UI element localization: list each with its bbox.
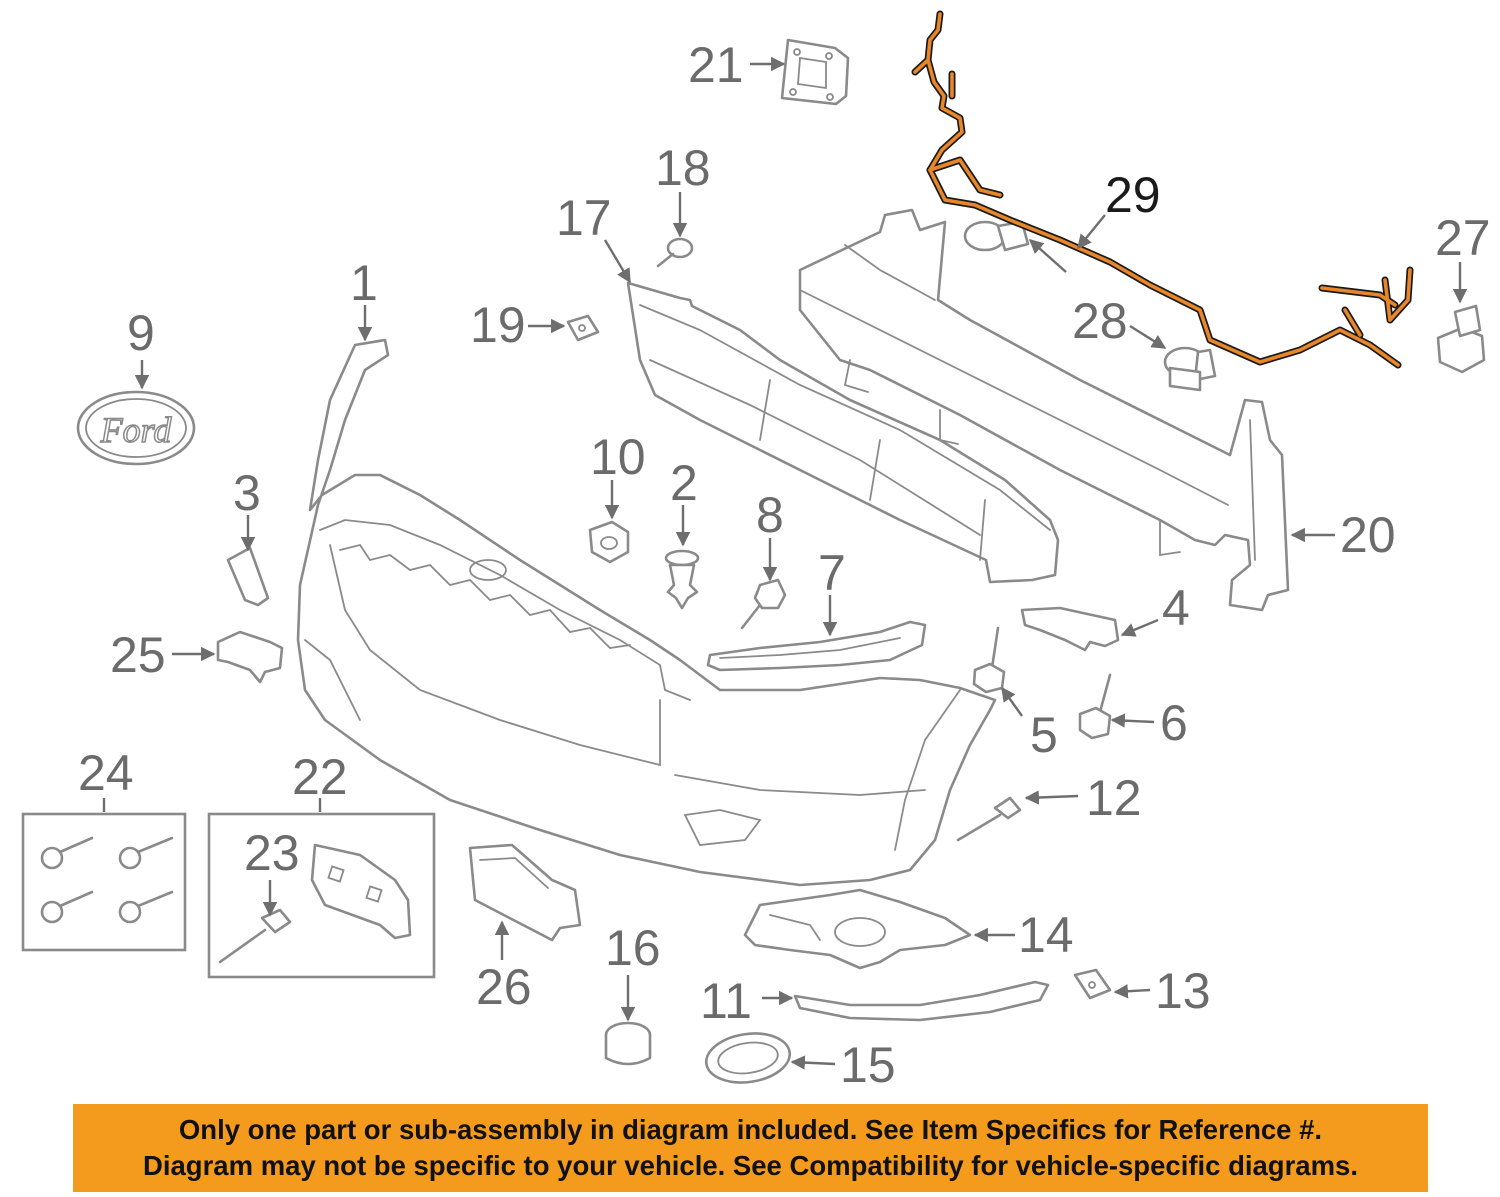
callout-20: 20 — [1340, 507, 1396, 563]
callout-12: 12 — [1086, 770, 1142, 826]
part-17-absorber — [626, 281, 1060, 584]
part-5-bolt — [972, 626, 1006, 694]
part-25-sensor — [216, 630, 284, 684]
callout-6: 6 — [1160, 695, 1188, 751]
callout-2: 2 — [670, 455, 698, 511]
callout-27: 27 — [1435, 210, 1491, 266]
part-4-bracket — [1020, 606, 1120, 652]
callout-22: 22 — [292, 749, 348, 805]
callout-17: 17 — [556, 190, 612, 246]
part-10-nut — [588, 520, 630, 564]
disclaimer-line-2: Diagram may not be specific to your vehi… — [143, 1150, 1358, 1181]
disclaimer-banner: Only one part or sub-assembly in diagram… — [73, 1104, 1428, 1192]
part-9-emblem: Ford — [76, 390, 196, 466]
callout-28: 28 — [1072, 293, 1128, 349]
part-7-grille-molding — [706, 620, 927, 672]
callout-16: 16 — [605, 920, 661, 976]
disclaimer-line-1: Only one part or sub-assembly in diagram… — [178, 1114, 1323, 1145]
emblem-text: Ford — [100, 410, 173, 450]
part-27-sensor — [1436, 304, 1486, 374]
callout-8: 8 — [756, 487, 784, 543]
callout-25: 25 — [110, 627, 166, 683]
leader-lines — [102, 56, 1468, 1070]
part-21-bracket — [780, 38, 850, 106]
callout-21: 21 — [688, 37, 744, 93]
part-26-module — [468, 843, 582, 942]
callout-5: 5 — [1030, 707, 1058, 763]
callout-15: 15 — [840, 1037, 896, 1093]
part-12-rivet — [956, 796, 1022, 842]
callout-18: 18 — [655, 140, 711, 196]
callout-7: 7 — [818, 545, 846, 601]
callout-3: 3 — [233, 465, 261, 521]
callout-24: 24 — [78, 745, 134, 801]
callout-labels: 1 2 3 4 5 6 7 8 9 10 11 12 13 14 15 16 1… — [78, 37, 1491, 1093]
callout-26: 26 — [476, 959, 532, 1015]
callout-14: 14 — [1018, 907, 1074, 963]
callout-13: 13 — [1155, 963, 1211, 1019]
part-6-bolt — [1078, 673, 1112, 740]
part-1-bumper-cover — [296, 338, 997, 887]
callout-11: 11 — [700, 973, 752, 1029]
part-2-push-clip — [664, 549, 700, 610]
callout-4: 4 — [1162, 580, 1190, 636]
part-16-grommet — [604, 1021, 652, 1066]
part-20-reinforcement — [798, 208, 1290, 612]
part-18-pin — [656, 237, 694, 268]
part-24-screw-kit — [21, 812, 187, 952]
part-29-wiring-harness — [911, 10, 1414, 369]
part-28-sensor — [963, 220, 1217, 392]
part-3-insert — [226, 546, 270, 607]
part-14-lamp-bezel — [743, 888, 972, 970]
callout-10: 10 — [590, 429, 646, 485]
callout-29: 29 — [1105, 167, 1161, 223]
callout-1: 1 — [350, 255, 378, 311]
part-22-license-bracket-kit — [207, 812, 436, 979]
part-11-lower-molding — [793, 980, 1050, 1022]
part-13-nut — [1073, 968, 1112, 1000]
part-19-nut — [566, 314, 600, 342]
part-23-rivet — [218, 908, 292, 964]
part-8-screw — [740, 578, 787, 630]
callout-9: 9 — [127, 305, 155, 361]
part-15-cover — [704, 1032, 792, 1084]
callout-19: 19 — [470, 297, 526, 353]
callout-23: 23 — [244, 825, 300, 881]
